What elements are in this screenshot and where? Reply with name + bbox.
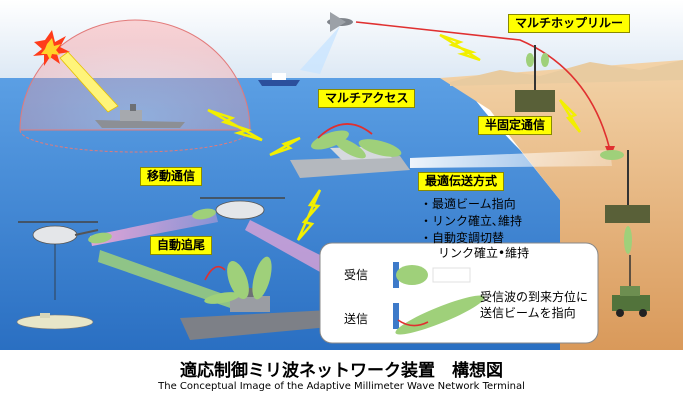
optimal-item: ・最適ビーム指向 (420, 197, 516, 211)
semi-fixed-beam (410, 150, 612, 168)
optimal-method-list: ・最適ビーム指向 ・リンク確立､維持 ・自動変調切替 (420, 196, 522, 247)
submarine (16, 313, 94, 330)
military-vehicle (612, 255, 650, 317)
label-mobile: 移動通信 (140, 167, 203, 186)
title-japanese: 適応制御ミリ波ネットワーク装置 構想図 (180, 361, 503, 381)
label-multi-hop-relay: マルチホップリルー (508, 14, 631, 33)
optimal-item: ・リンク確立､維持 (420, 214, 523, 228)
tracking-beam-center (245, 220, 330, 272)
desert-land (440, 60, 683, 350)
inset-note-line2: 送信ビームを指向 (480, 306, 576, 320)
tracking-beam-left (98, 250, 240, 310)
label-multi-access: マルチアクセス (318, 89, 416, 108)
receive-antenna (393, 262, 428, 288)
transmit-antenna (393, 295, 485, 335)
mountains (450, 60, 683, 86)
relay-path-arrow (355, 21, 611, 151)
relay-aircraft (327, 12, 353, 32)
optimal-item: ・自動変調切替 (420, 231, 505, 245)
cargo-ship (258, 73, 300, 86)
multi-access-ship (290, 123, 410, 178)
mobile-beam (90, 210, 218, 246)
zigzag-relay (439, 33, 481, 62)
zigzag-beam-3 (296, 189, 322, 241)
inset-receive-label: 受信 (344, 268, 369, 282)
helicopter-center (200, 197, 285, 220)
aircraft-beam (300, 26, 340, 74)
label-auto-tracking: 自動追尾 (150, 236, 213, 255)
label-semi-fixed: 半固定通信 (478, 116, 553, 135)
relay-tower (515, 45, 555, 112)
incoming-wave (432, 267, 471, 283)
zigzag-beam-2 (269, 136, 301, 157)
title-english: The Conceptual Image of the Adaptive Mil… (158, 381, 525, 392)
light-beam (59, 51, 119, 113)
explosion-icon (33, 30, 70, 66)
inset-box (319, 242, 599, 344)
zigzag-beam-1 (207, 108, 263, 142)
inset-link-text: リンク確立•維持 (438, 246, 530, 260)
destroyer-ship (95, 104, 185, 128)
defense-dome (19, 19, 251, 131)
escort-ship (180, 256, 340, 340)
zigzag-beam-4 (558, 99, 582, 133)
ground-tower (600, 150, 650, 254)
inset-transmit-label: 送信 (344, 312, 369, 326)
inset-note-line1: 受信波の到来方位に (480, 290, 589, 304)
helicopter-left (18, 221, 99, 245)
label-optimal-method: 最適伝送方式 (418, 172, 505, 191)
